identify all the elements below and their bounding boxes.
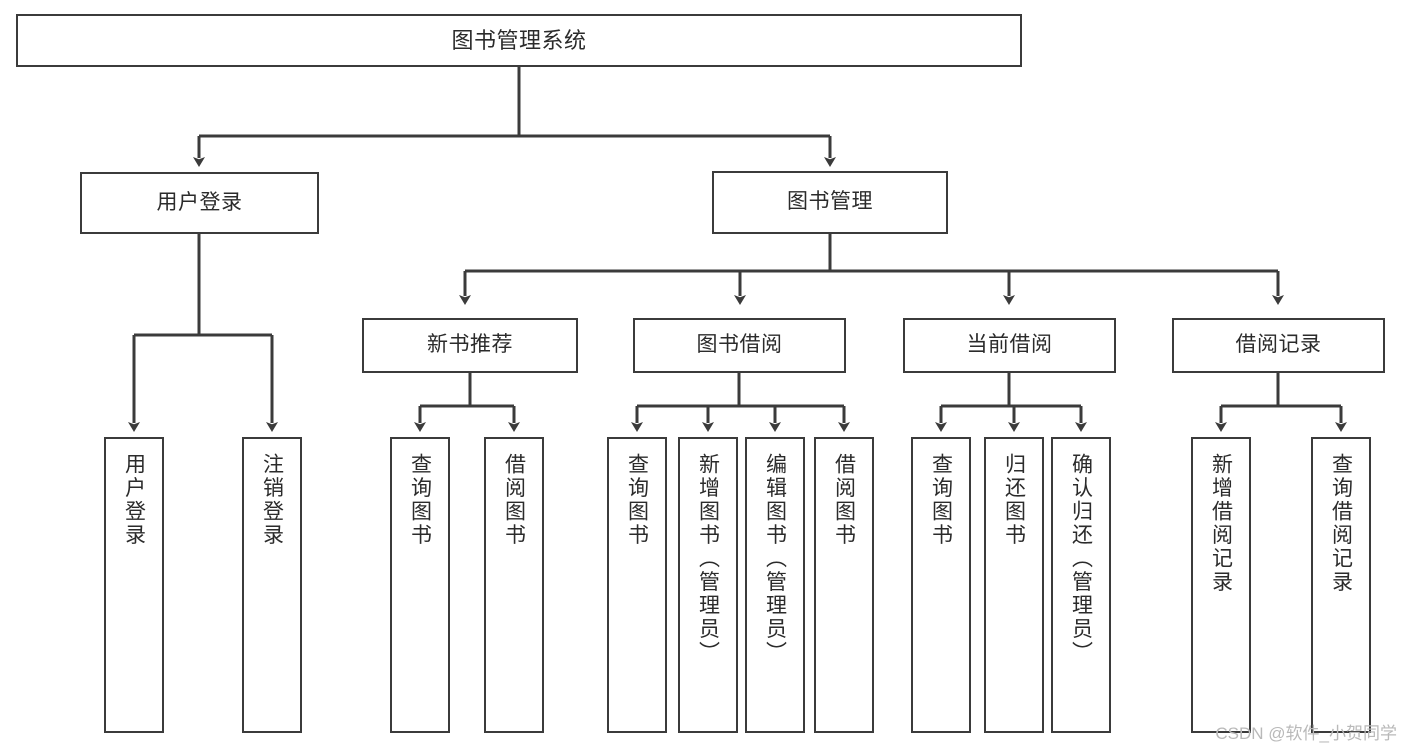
node-user-login[interactable]: 用户登录	[80, 172, 319, 234]
node-borrow-record[interactable]: 借阅记录	[1172, 318, 1385, 373]
node-leaf-query-book-2-label: 查询图书	[625, 453, 649, 547]
node-leaf-borrow-book-2[interactable]: 借阅图书	[814, 437, 874, 733]
node-current-borrow[interactable]: 当前借阅	[903, 318, 1116, 373]
node-user-login-label: 用户登录	[156, 190, 243, 214]
node-leaf-borrow-book-1-label: 借阅图书	[502, 453, 526, 547]
node-leaf-logout[interactable]: 注销登录	[242, 437, 302, 733]
node-book-borrow-label: 图书借阅	[696, 333, 783, 357]
node-borrow-record-label: 借阅记录	[1235, 333, 1322, 357]
node-leaf-edit-book[interactable]: 编辑图书（管理员）	[745, 437, 805, 733]
node-current-borrow-label: 当前借阅	[966, 333, 1053, 357]
node-new-book-rec[interactable]: 新书推荐	[362, 318, 578, 373]
node-leaf-confirm-return-label: 确认归还（管理员）	[1069, 453, 1093, 665]
node-leaf-edit-book-label: 编辑图书（管理员）	[763, 453, 787, 665]
node-leaf-query-book-2[interactable]: 查询图书	[607, 437, 667, 733]
node-leaf-query-book-1-label: 查询图书	[408, 453, 432, 547]
node-book-manage[interactable]: 图书管理	[712, 171, 948, 234]
node-leaf-user-login[interactable]: 用户登录	[104, 437, 164, 733]
node-leaf-query-book-3-label: 查询图书	[929, 453, 953, 547]
node-book-manage-label: 图书管理	[787, 190, 873, 214]
node-leaf-add-record-label: 新增借阅记录	[1209, 453, 1233, 594]
node-leaf-return-book-label: 归还图书	[1002, 453, 1026, 547]
csdn-watermark: CSDN @软件_小贺同学	[1215, 724, 1397, 743]
node-leaf-borrow-book-1[interactable]: 借阅图书	[484, 437, 544, 733]
node-leaf-confirm-return[interactable]: 确认归还（管理员）	[1051, 437, 1111, 733]
node-leaf-borrow-book-2-label: 借阅图书	[832, 453, 856, 547]
node-new-book-rec-label: 新书推荐	[427, 333, 513, 357]
node-leaf-query-record-label: 查询借阅记录	[1329, 453, 1353, 594]
node-leaf-user-login-label: 用户登录	[122, 453, 146, 547]
node-leaf-return-book[interactable]: 归还图书	[984, 437, 1044, 733]
node-leaf-add-record[interactable]: 新增借阅记录	[1191, 437, 1251, 733]
node-leaf-logout-label: 注销登录	[260, 453, 284, 547]
node-leaf-query-book-3[interactable]: 查询图书	[911, 437, 971, 733]
node-book-borrow[interactable]: 图书借阅	[633, 318, 846, 373]
node-leaf-add-book-label: 新增图书（管理员）	[696, 453, 720, 665]
node-leaf-query-book-1[interactable]: 查询图书	[390, 437, 450, 733]
node-root[interactable]: 图书管理系统	[16, 14, 1022, 67]
node-root-label: 图书管理系统	[451, 27, 587, 53]
node-leaf-add-book[interactable]: 新增图书（管理员）	[678, 437, 738, 733]
node-leaf-query-record[interactable]: 查询借阅记录	[1311, 437, 1371, 733]
